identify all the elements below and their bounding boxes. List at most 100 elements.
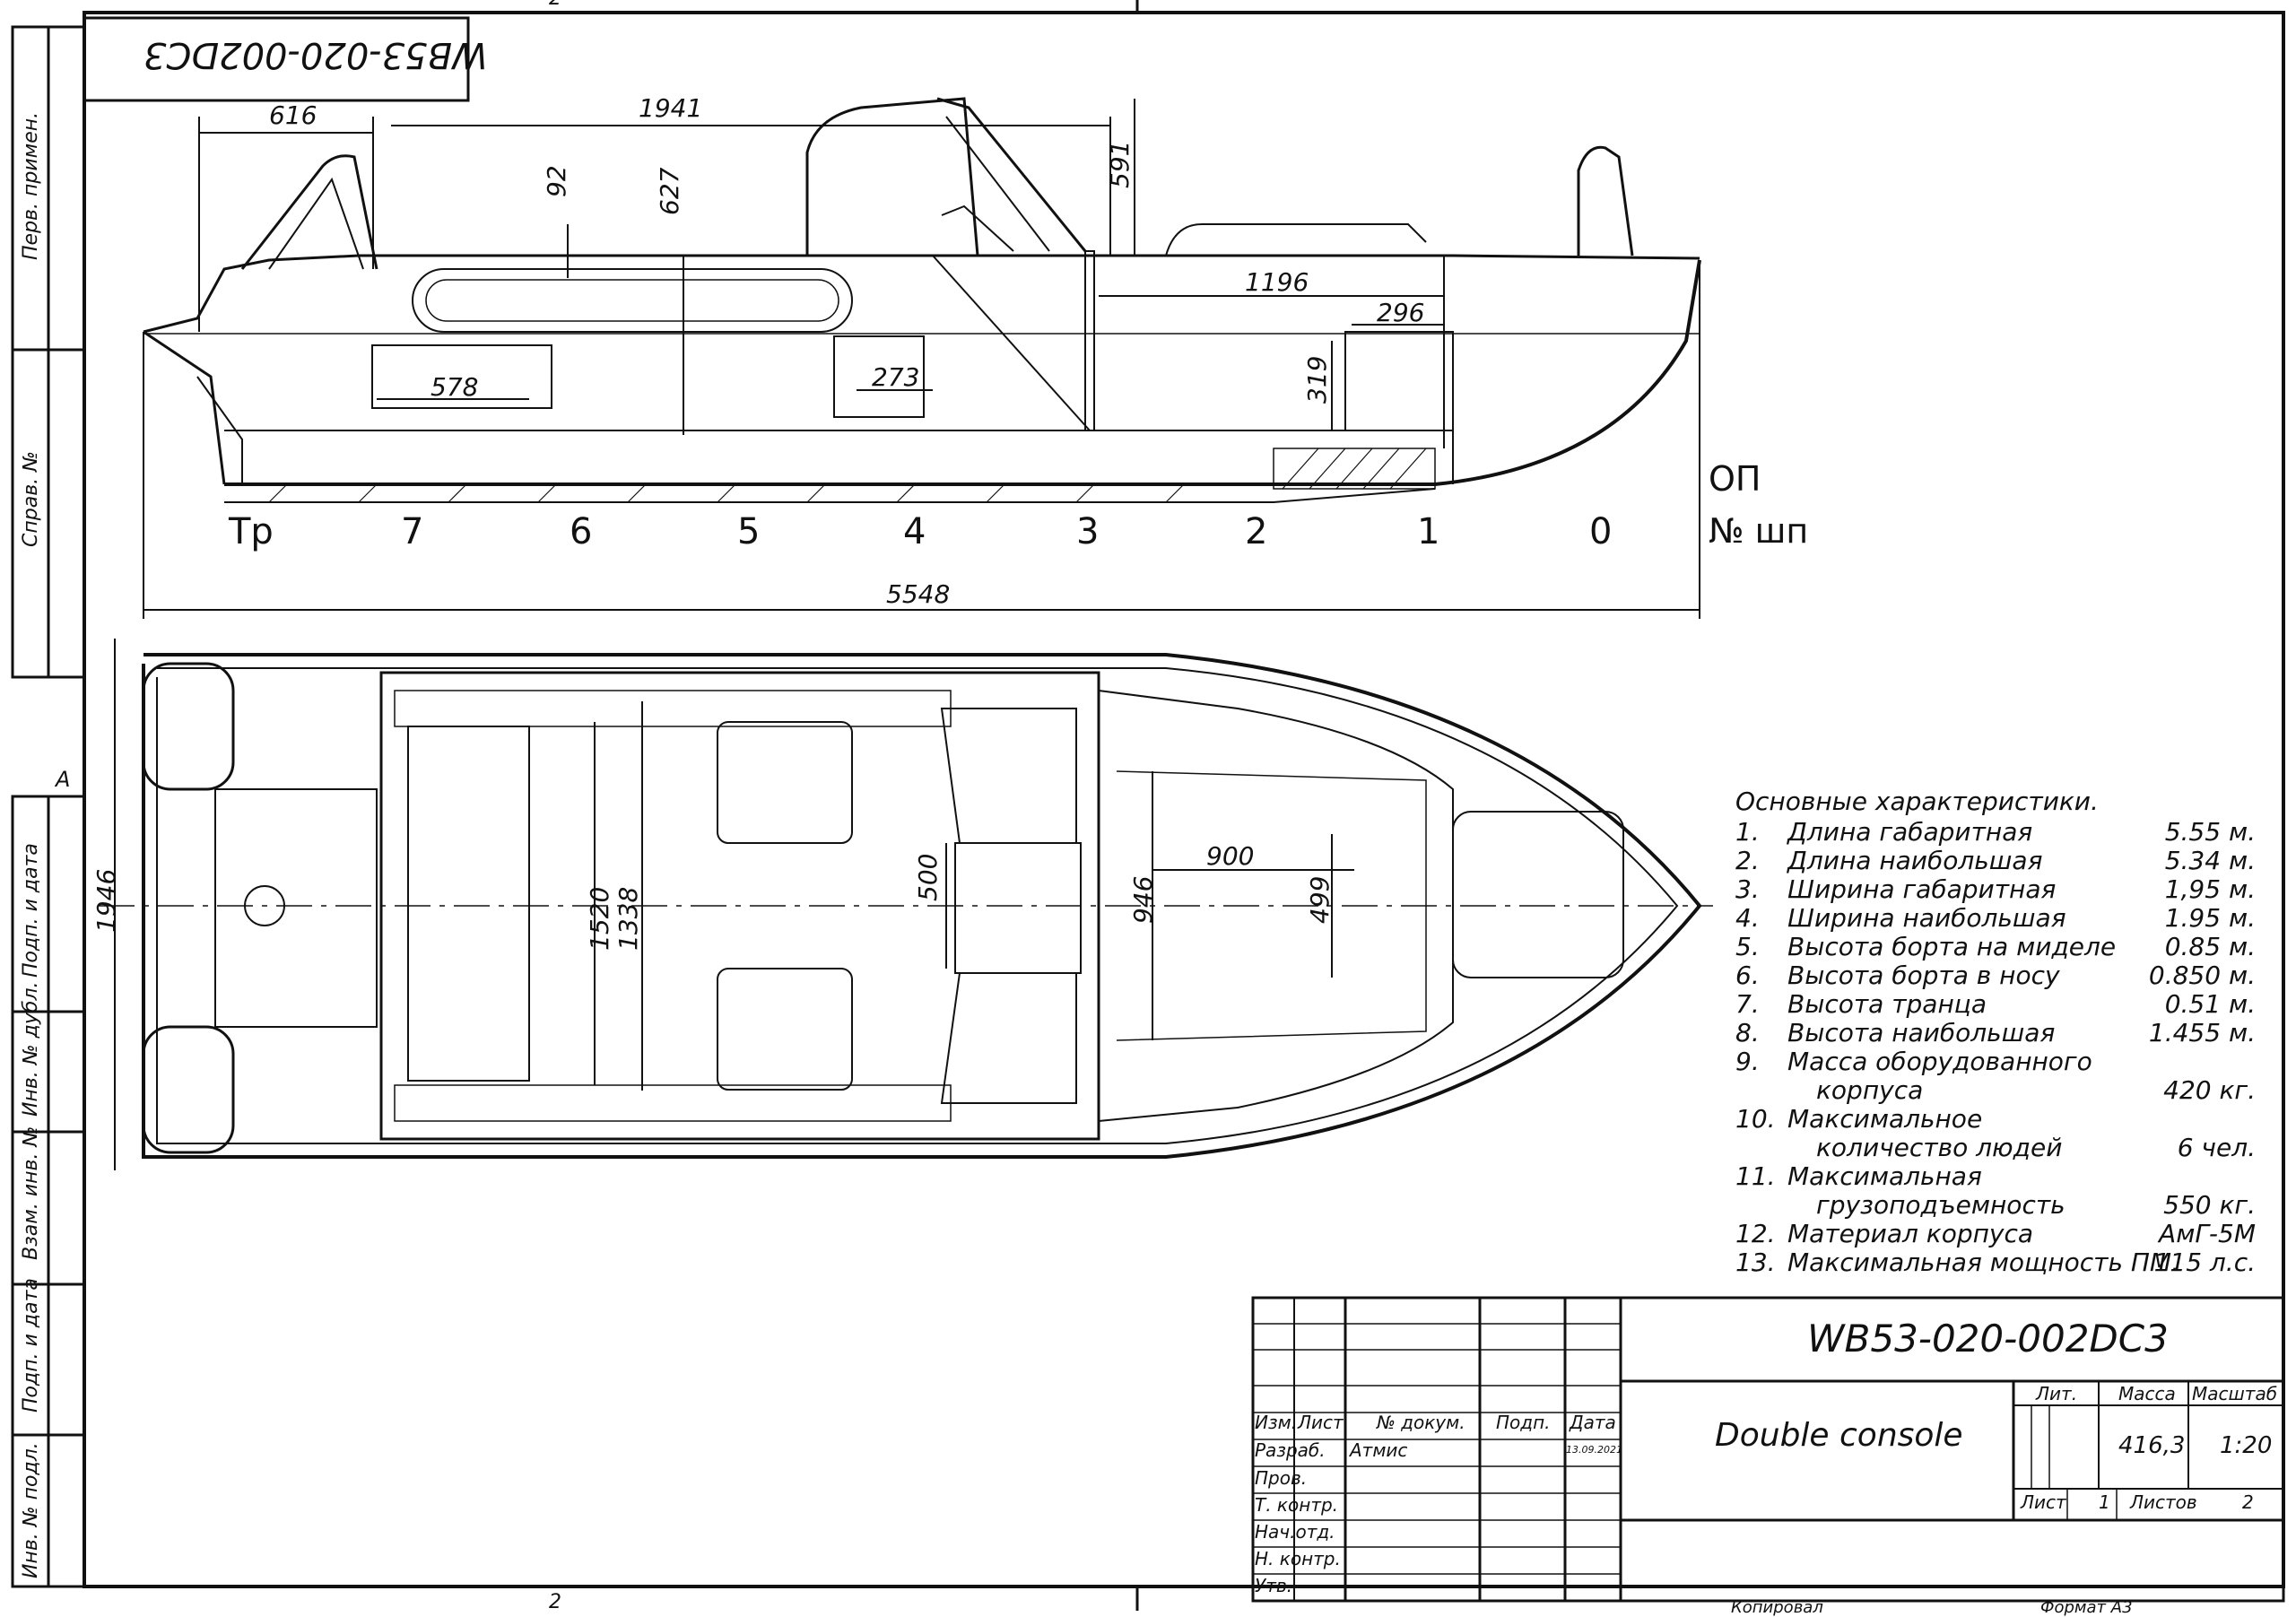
spec-item-number: 13. <box>1735 1248 1776 1277</box>
tb-razrab-name: Атмис <box>1350 1439 1408 1461</box>
dim-319: 319 <box>1302 355 1332 404</box>
spec-item-continuation: корпуса 420 кг. <box>1735 1076 2256 1105</box>
spec-item-value: 0.850 м. <box>2148 961 2256 990</box>
dim-1941: 1941 <box>639 93 703 123</box>
frame-label-0: 0 <box>1589 511 1613 552</box>
tb-drawing-code: WB53-020-002DC3 <box>1807 1317 2169 1361</box>
tb-sheets-label: Листов <box>2130 1491 2197 1513</box>
plan-dimension-lines <box>114 639 1354 1170</box>
spec-item-label: Ширина наибольшая <box>1787 903 2066 933</box>
spec-item: 2. Длина наибольшая 5.34 м. <box>1735 847 2256 875</box>
spec-item-label-cont: грузоподъемность <box>1816 1190 2066 1220</box>
frame-label-4: 4 <box>903 511 926 552</box>
dim-1338: 1338 <box>613 886 643 951</box>
spec-item: 9. Масса оборудованного <box>1735 1048 2256 1076</box>
tb-h-list: Лист <box>1298 1412 1344 1433</box>
spec-item-continuation: грузоподъемность 550 кг. <box>1735 1191 2256 1220</box>
spec-item-label-cont: количество людей <box>1816 1133 2063 1162</box>
dim-578: 578 <box>430 372 479 402</box>
tb-razrab-date: 13.09.2021 <box>1566 1444 1622 1456</box>
spec-item-continuation: количество людей 6 чел. <box>1735 1134 2256 1162</box>
tb-lit-label: Лит. <box>2036 1383 2078 1404</box>
spec-item-label: Высота борта на миделе <box>1787 932 2117 961</box>
spec-item: 5. Высота борта на миделе 0.85 м. <box>1735 933 2256 961</box>
spec-item-value: 0.85 м. <box>2164 932 2256 961</box>
spec-item: 1. Длина габаритная 5.55 м. <box>1735 818 2256 847</box>
stamp-podp-data-2: Подп. и дата <box>20 1278 42 1413</box>
spec-item-number: 4. <box>1735 903 1760 933</box>
tb-r-nachotd: Нач.отд. <box>1255 1521 1335 1543</box>
tb-h-doc: № докум. <box>1377 1412 1465 1433</box>
spec-item-number: 2. <box>1735 846 1760 875</box>
frame-label-6: 6 <box>570 511 593 552</box>
tb-sheet-num: 1 <box>2099 1491 2110 1513</box>
tb-h-podp: Подп. <box>1496 1412 1551 1433</box>
bottom-sheet-mark: 2 <box>549 1591 561 1613</box>
spec-item-label-cont: корпуса <box>1816 1075 1924 1105</box>
spec-item-number: 1. <box>1735 817 1760 847</box>
specifications-title: Основные характеристики. <box>1735 787 2099 816</box>
spec-item-value: 6 чел. <box>2177 1133 2256 1162</box>
title-block-grid <box>1251 1296 2285 1603</box>
spec-item-label: Длина наибольшая <box>1787 846 2043 875</box>
left-stamp-frame <box>11 25 86 1588</box>
footer-copied: Копировал <box>1731 1598 1823 1617</box>
spec-item-value: 5.55 м. <box>2164 817 2256 847</box>
zone-marker-a: A <box>56 767 71 792</box>
dim-500: 500 <box>913 853 943 901</box>
dim-92: 92 <box>542 165 571 197</box>
dim-1946: 1946 <box>91 868 121 933</box>
tb-r-nkontr: Н. контр. <box>1255 1548 1341 1569</box>
dim-499: 499 <box>1305 875 1335 924</box>
dim-627: 627 <box>655 167 684 215</box>
tb-r-prov: Пров. <box>1255 1467 1308 1489</box>
dim-1520: 1520 <box>585 886 614 951</box>
spec-item-value: 1,95 м. <box>2164 874 2256 904</box>
frame-label-tr: Тр <box>229 511 274 552</box>
tb-r-tkontr: Т. контр. <box>1255 1494 1339 1516</box>
frame-label-2: 2 <box>1245 511 1268 552</box>
spec-item-label: Масса оборудованного <box>1787 1047 2092 1076</box>
spec-item-number: 3. <box>1735 874 1760 904</box>
dim-5548: 5548 <box>886 579 951 609</box>
spec-item-value: 550 кг. <box>2163 1190 2256 1220</box>
stamp-inv-dubl: Инв. № дубл. <box>20 981 42 1117</box>
tb-r-utv: Утв. <box>1255 1575 1292 1596</box>
dim-296: 296 <box>1377 298 1425 327</box>
side-view <box>143 97 1701 503</box>
spec-item-label: Высота транца <box>1787 989 1987 1019</box>
spec-item-value: 5.34 м. <box>2164 846 2256 875</box>
spec-item-number: 5. <box>1735 932 1760 961</box>
stamp-vzam-inv: Взам. инв. № <box>20 1126 42 1260</box>
tb-sheet-label: Лист <box>2021 1491 2066 1513</box>
tb-mass-value: 416,3 <box>2118 1432 2186 1459</box>
spec-item-label: Длина габаритная <box>1787 817 2033 847</box>
tb-h-date: Дата <box>1570 1412 1616 1433</box>
stamp-perv-primen: Перв. примен. <box>20 111 42 260</box>
spec-item-value: 420 кг. <box>2163 1075 2256 1105</box>
dim-900: 900 <box>1206 841 1255 871</box>
frame-label-7: 7 <box>401 511 424 552</box>
plan-view <box>99 653 1713 1159</box>
spec-item-number: 9. <box>1735 1047 1760 1076</box>
spec-item-label: Высота наибольшая <box>1787 1018 2056 1048</box>
spec-item-label: Высота борта в носу <box>1787 961 2060 990</box>
specifications-list: 1. Длина габаритная 5.55 м. 2. Длина наиболь… <box>1735 818 2256 1277</box>
spec-item-value: 0.51 м. <box>2164 989 2256 1019</box>
dim-1196: 1196 <box>1245 267 1309 297</box>
spec-item-label: Максимальная мощность ПМ. <box>1787 1248 2179 1277</box>
tb-mass-label: Масса <box>2118 1383 2176 1404</box>
specifications-block: Основные характеристики. 1. Длина габарит… <box>1735 787 2256 1277</box>
dim-591: 591 <box>1105 140 1135 188</box>
stamp-inv-podl: Инв. № подл. <box>20 1442 42 1578</box>
tb-scale-value: 1:20 <box>2220 1432 2273 1459</box>
frames-label: № шп <box>1709 511 1809 551</box>
spec-item-value: АмГ-5М <box>2159 1219 2256 1248</box>
frame-label-1: 1 <box>1417 511 1440 552</box>
dim-616: 616 <box>269 100 317 130</box>
